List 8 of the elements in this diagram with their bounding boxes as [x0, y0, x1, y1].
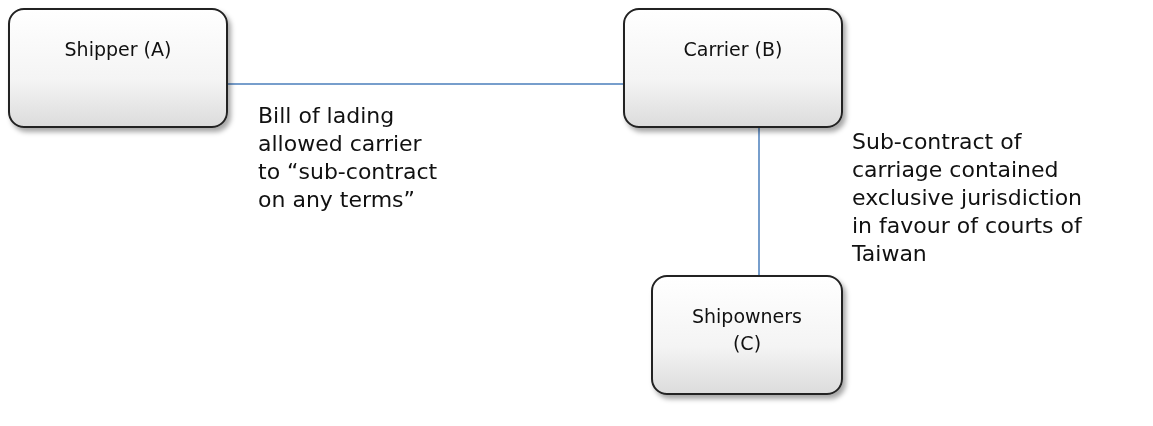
node-label: Shipowners (C)	[690, 304, 804, 356]
rounded-box	[8, 8, 228, 128]
rounded-box	[651, 275, 843, 395]
node-label: Shipper (A)	[63, 37, 173, 62]
connector-line	[758, 127, 760, 276]
rounded-box	[623, 8, 843, 128]
connector-line	[227, 83, 624, 85]
node-label: Carrier (B)	[682, 37, 784, 62]
